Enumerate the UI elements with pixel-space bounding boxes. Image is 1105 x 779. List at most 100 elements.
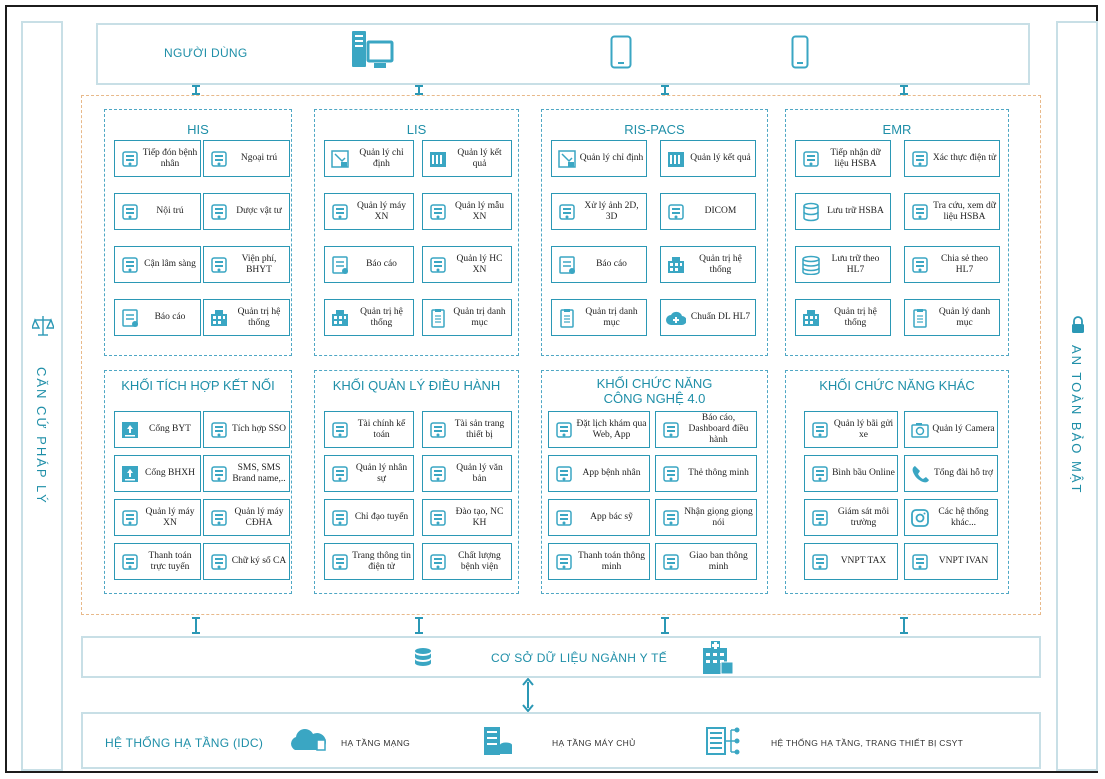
module-label: Tài chính kế toán bbox=[357, 418, 406, 440]
module-label: Quản lý bãi gửi xe bbox=[833, 418, 894, 440]
finance-icon bbox=[332, 422, 348, 438]
module-card: Quản lý máy CĐHA bbox=[203, 499, 290, 536]
vote-icon bbox=[812, 466, 828, 482]
system-admin-icon bbox=[332, 310, 348, 326]
e-signature-icon bbox=[912, 151, 928, 167]
module-label: Quản lý nhân sự bbox=[355, 462, 408, 484]
module-label: Báo cáo, Dashboard điều hành bbox=[688, 413, 749, 445]
module-label: Giám sát môi trường bbox=[837, 506, 890, 528]
module-label: Xác thực điện tử bbox=[932, 153, 997, 163]
chemical-icon bbox=[430, 257, 446, 273]
module-card: App bệnh nhân bbox=[548, 455, 650, 492]
block-title: KHỐI QUẢN LÝ ĐIỀU HÀNH bbox=[332, 378, 501, 393]
equipment-infra-label: HỆ THỐNG HẠ TẦNG, TRANG THIẾT BỊ CSYT bbox=[771, 738, 964, 748]
meeting-icon bbox=[663, 554, 679, 570]
module-label: Cận lâm sàng bbox=[144, 259, 196, 269]
module-label: Tra cứu, xem dữ liệu HSBA bbox=[933, 200, 996, 222]
module-label: Tích hợp SSO bbox=[231, 424, 287, 434]
module-label: Quản lý Camera bbox=[932, 424, 995, 434]
module-card: Cổng BHXH bbox=[114, 455, 201, 492]
hospital-building-icon bbox=[703, 641, 734, 675]
doctor-app-icon bbox=[556, 510, 572, 526]
smart-payment-icon bbox=[556, 554, 572, 570]
module-label: Chất lượng bệnh viện bbox=[458, 550, 501, 572]
security-label: AN TOÀN BẢO MẬT bbox=[1069, 345, 1084, 495]
infrastructure-title: HỆ THỐNG HẠ TẦNG (IDC) bbox=[105, 736, 264, 750]
report-icon bbox=[122, 309, 138, 327]
module-label: Quản trị hệ thống bbox=[237, 306, 281, 328]
gate-icon bbox=[122, 466, 138, 482]
module-label: Nhận giọng giọng nói bbox=[684, 506, 753, 528]
equipment-network-icon bbox=[706, 727, 740, 755]
module-card: Quản lý HC XN bbox=[422, 246, 512, 283]
connector bbox=[415, 85, 423, 95]
connector bbox=[661, 617, 669, 634]
module-card: Quản lý máy XN bbox=[324, 193, 414, 230]
pharmacy-icon bbox=[211, 204, 227, 220]
module-label: Quản lý máy XN bbox=[145, 506, 195, 528]
imaging-machine-icon bbox=[211, 510, 227, 526]
module-label: App bác sỹ bbox=[590, 512, 633, 522]
catalog-icon bbox=[560, 309, 574, 328]
parking-icon bbox=[812, 422, 828, 438]
module-card: Lưu trữ HSBA bbox=[795, 193, 891, 230]
module-card: Quản lý kết quả bbox=[660, 140, 756, 177]
cloud-medical-icon bbox=[666, 311, 686, 325]
module-label: Báo cáo bbox=[596, 259, 627, 269]
hr-icon bbox=[332, 466, 348, 482]
module-label: Thanh toán trực tuyến bbox=[148, 550, 192, 572]
share-icon bbox=[912, 257, 928, 273]
module-card: Nội trú bbox=[114, 193, 201, 230]
quality-badge-icon bbox=[430, 554, 446, 570]
module-card: Trang thông tin điện tử bbox=[324, 543, 414, 580]
lock-icon bbox=[1072, 316, 1084, 333]
module-card: Quản lý bãi gửi xe bbox=[804, 411, 898, 448]
module-label: Trang thông tin điện tử bbox=[352, 550, 411, 572]
module-label: Nội trú bbox=[156, 206, 184, 216]
outpatient-icon bbox=[211, 151, 227, 167]
document-icon bbox=[430, 466, 446, 482]
module-card: Báo cáo bbox=[551, 246, 647, 283]
legal-basis-label: CĂN CỨ PHÁP LÝ bbox=[34, 367, 49, 505]
module-label: Cổng BHXH bbox=[145, 468, 195, 478]
sms-icon bbox=[211, 466, 227, 482]
module-card: Quản lý Camera bbox=[904, 411, 998, 448]
module-card: Quản lý máy XN bbox=[114, 499, 201, 536]
order-icon bbox=[558, 150, 576, 168]
paraclinical-icon bbox=[122, 257, 138, 273]
module-card: Cổng BYT bbox=[114, 411, 201, 448]
image-processing-icon bbox=[559, 204, 575, 220]
smartphone-icon bbox=[791, 35, 809, 69]
result-icon bbox=[430, 152, 446, 167]
payment-icon bbox=[122, 554, 138, 570]
module-card: Chuẩn DL HL7 bbox=[660, 299, 756, 336]
module-card: Nhận giọng giọng nói bbox=[655, 499, 757, 536]
module-card: Quản lý văn bản bbox=[422, 455, 512, 492]
module-label: Quản trị hệ thống bbox=[360, 306, 403, 328]
digital-signature-icon bbox=[211, 554, 227, 570]
module-card: Chia sẻ theo HL7 bbox=[904, 246, 1000, 283]
security-panel: AN TOÀN BẢO MẬT bbox=[1056, 21, 1098, 771]
module-label: Tài sản trang thiết bị bbox=[454, 418, 505, 440]
module-label: Chữ ký số CA bbox=[231, 556, 287, 566]
block-title: KHỐI CHỨC NĂNG CÔNG NGHỆ 4.0 bbox=[596, 376, 713, 406]
phone-icon bbox=[912, 466, 929, 483]
module-card: Đào tạo, NC KH bbox=[422, 499, 512, 536]
module-card: Chữ ký số CA bbox=[203, 543, 290, 580]
system-admin-icon bbox=[211, 310, 227, 326]
cloud-network-icon bbox=[291, 729, 326, 751]
module-label: Chuẩn DL HL7 bbox=[690, 312, 751, 322]
scales-icon bbox=[32, 316, 54, 336]
module-card: Báo cáo, Dashboard điều hành bbox=[655, 411, 757, 448]
module-label: DICOM bbox=[704, 206, 737, 216]
patient-reception-icon bbox=[122, 151, 138, 167]
infrastructure-band: HỆ THỐNG HẠ TẦNG (IDC) HẠ TẦNG MẠNG HẠ T… bbox=[81, 712, 1041, 769]
module-label: Giao ban thông minh bbox=[689, 550, 748, 572]
camera-icon bbox=[911, 423, 929, 438]
